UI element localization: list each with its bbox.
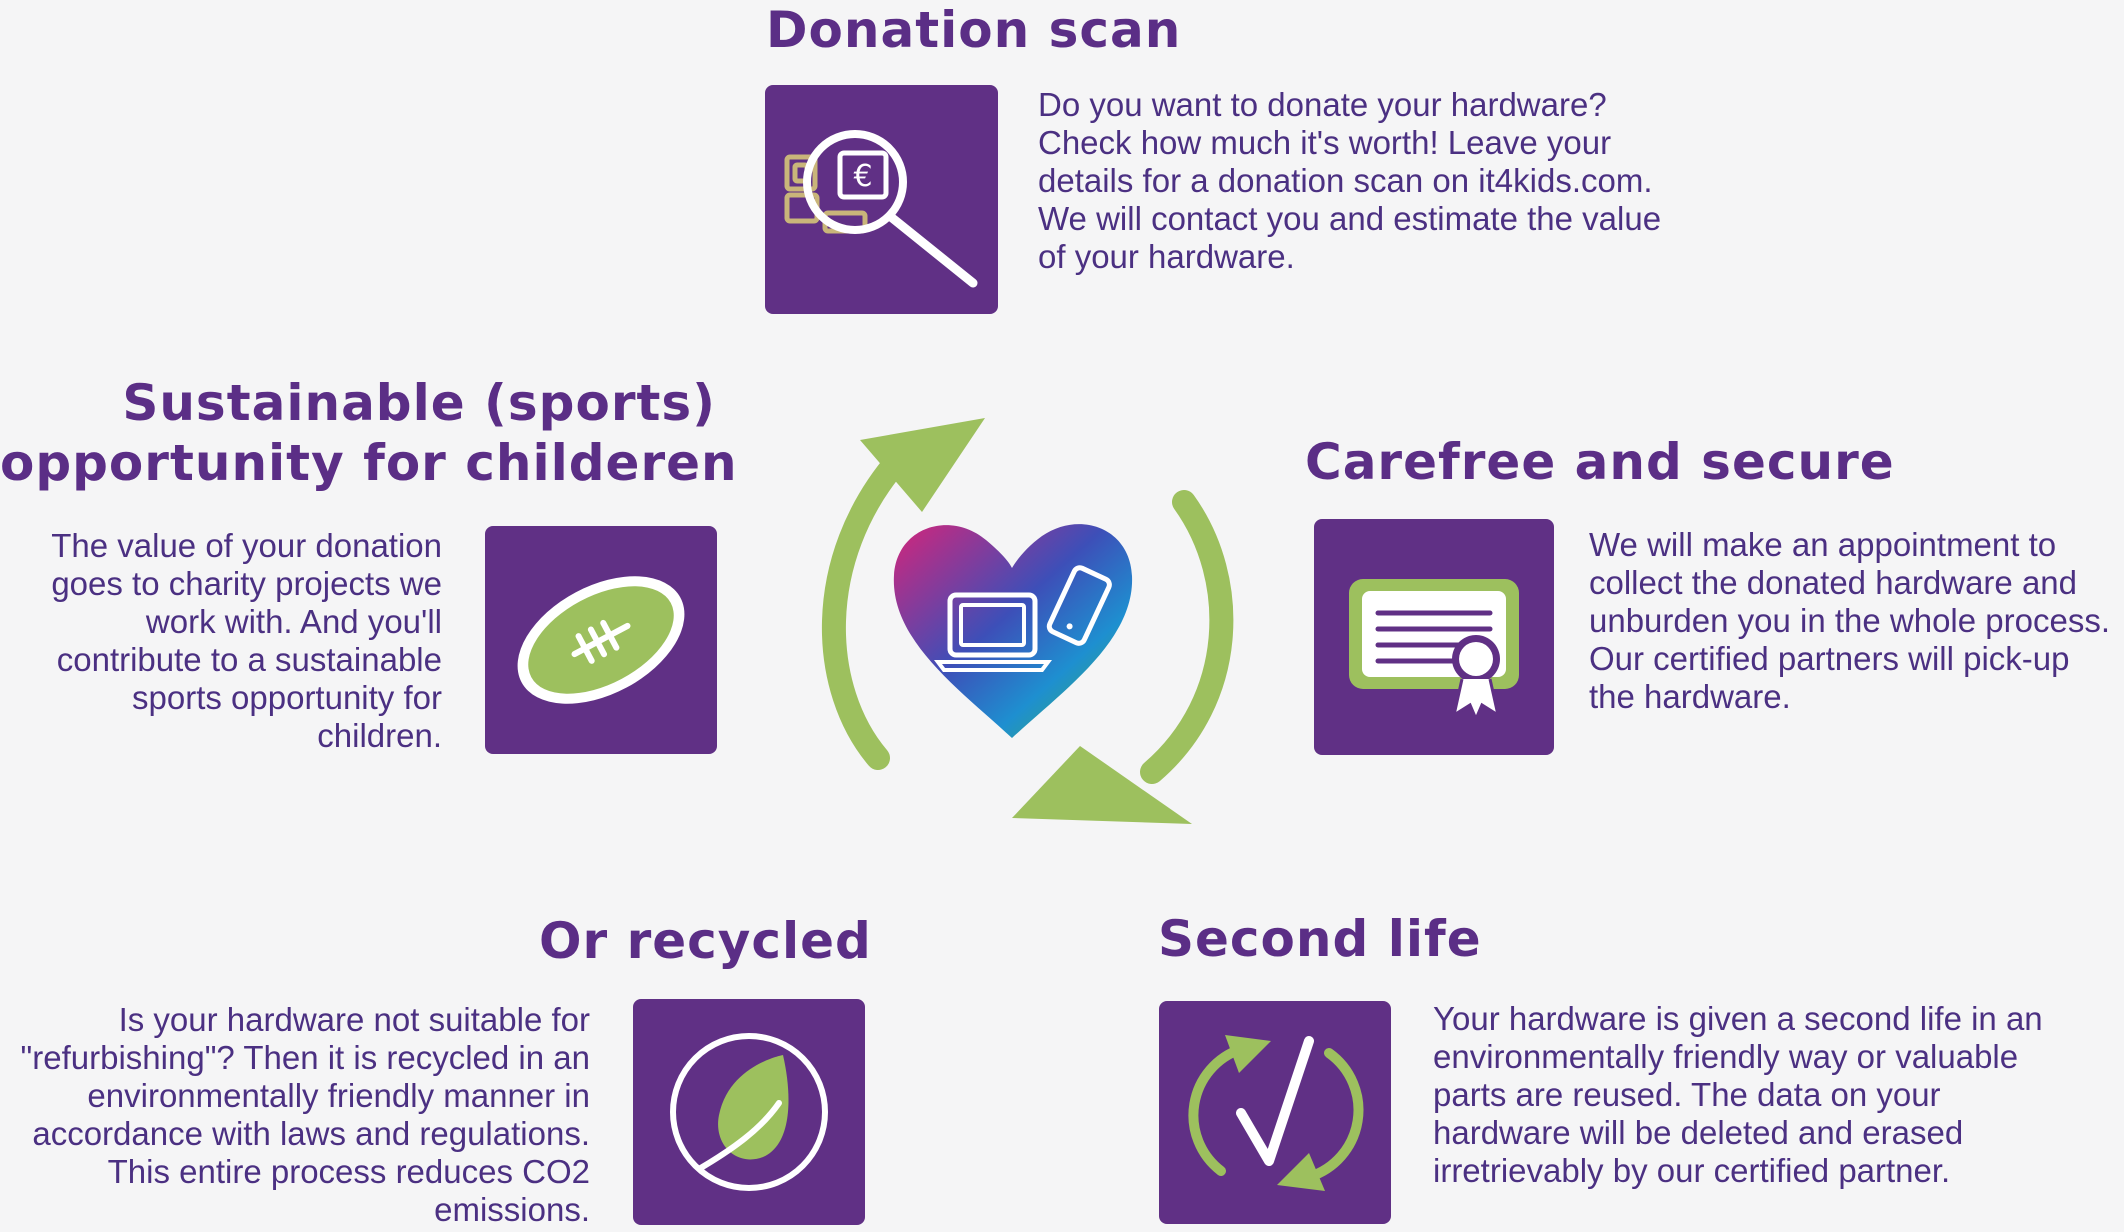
- second-life-title: Second life: [1158, 910, 1482, 968]
- center-cycle: [780, 400, 1260, 860]
- recycled-tile: [633, 999, 865, 1225]
- leaf-circle-icon: [670, 1033, 828, 1191]
- sustainable-title-line1: Sustainable (sports): [122, 374, 716, 432]
- carefree-tile: [1314, 519, 1554, 755]
- certificate-icon: [1349, 579, 1519, 723]
- second-life-description: Your hardware is given a second life in …: [1433, 1000, 2043, 1189]
- recycled-title: Or recycled: [539, 912, 872, 970]
- sustainable-title-line2: opportunity for childeren: [0, 434, 738, 492]
- sustainable-tile: [485, 526, 717, 754]
- donation-scan-title: Donation scan: [766, 1, 1182, 59]
- donation-scan-description: Do you want to donate your hardware? Che…: [1038, 86, 1662, 275]
- second-life-tile: [1159, 1001, 1391, 1224]
- refresh-checkmark-icon: [1188, 1035, 1364, 1191]
- recycled-description: Is your hardware not suitable for "refur…: [20, 1001, 590, 1228]
- carefree-title: Carefree and secure: [1305, 433, 1895, 491]
- svg-text:€: €: [853, 159, 872, 194]
- magnifier-euro-icon: €: [784, 130, 978, 288]
- cycle-arrows-icon: [821, 418, 1234, 824]
- carefree-description: We will make an appointment to collect t…: [1589, 526, 2111, 715]
- sustainable-description: The value of your donation goes to chari…: [51, 527, 442, 754]
- heart-devices-icon: [893, 524, 1133, 738]
- football-icon: [517, 576, 685, 704]
- donation-scan-tile: €: [765, 85, 998, 314]
